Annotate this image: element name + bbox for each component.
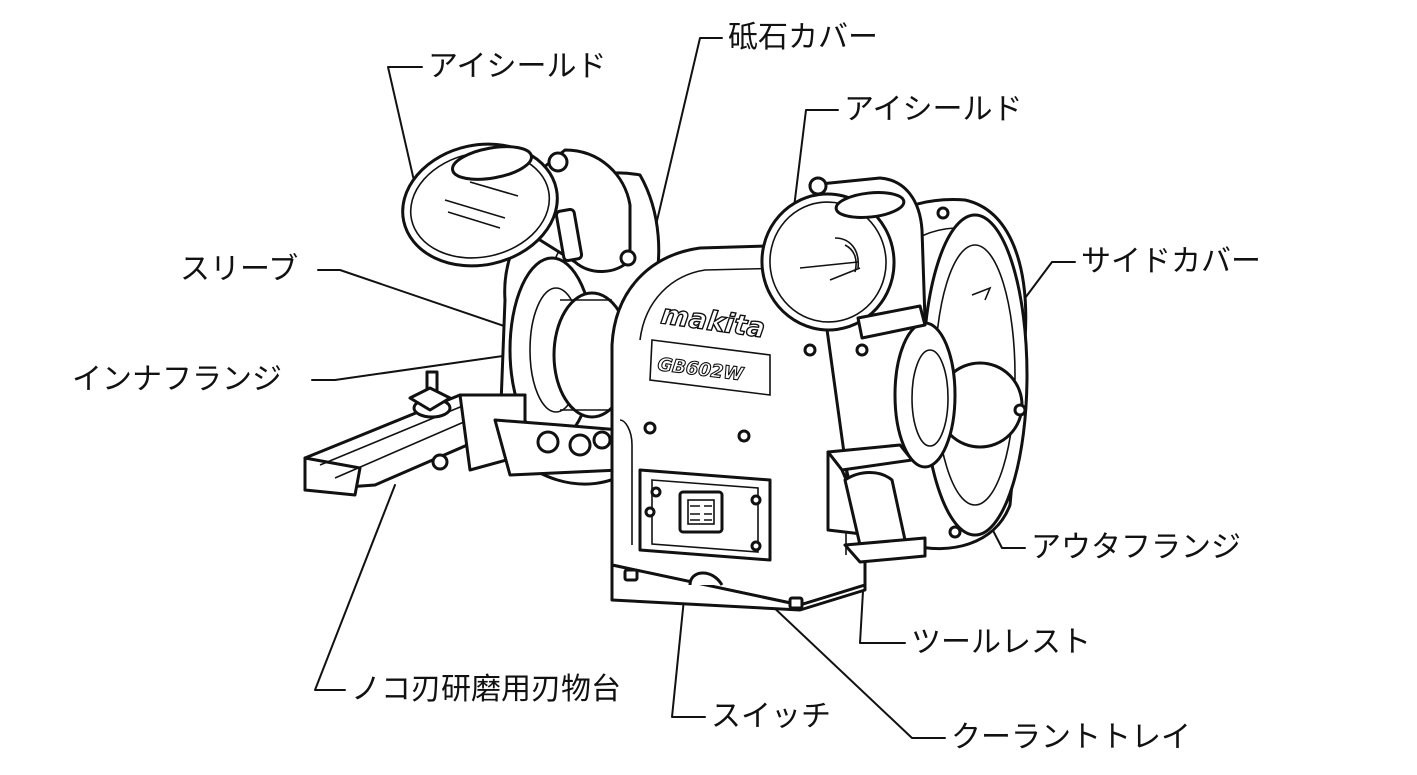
tool-rest-drawing xyxy=(826,443,927,564)
label-coolant-tray: クーラントトレイ xyxy=(951,720,1191,755)
motor-body xyxy=(610,243,867,612)
label-outer-flange: アウタフランジ xyxy=(1031,530,1241,565)
left-eye-shield xyxy=(401,142,637,273)
label-wheel-cover: 砥石カバー xyxy=(728,20,878,55)
right-eye-shield xyxy=(760,176,927,340)
label-saw-blade-rest: ノコ刃研磨用刃物台 xyxy=(351,672,621,707)
label-side-cover: サイドカバー xyxy=(1081,244,1261,279)
label-inner-flange: インナフランジ xyxy=(72,362,282,397)
label-tool-rest: ツールレスト xyxy=(911,625,1091,660)
label-sleeve: スリーブ xyxy=(180,252,299,287)
label-switch: スイッチ xyxy=(711,699,831,734)
label-eye-shield-left: アイシールド xyxy=(428,49,607,84)
label-eye-shield-right: アイシールド xyxy=(844,92,1023,127)
saw-blade-rest-drawing xyxy=(303,370,622,497)
